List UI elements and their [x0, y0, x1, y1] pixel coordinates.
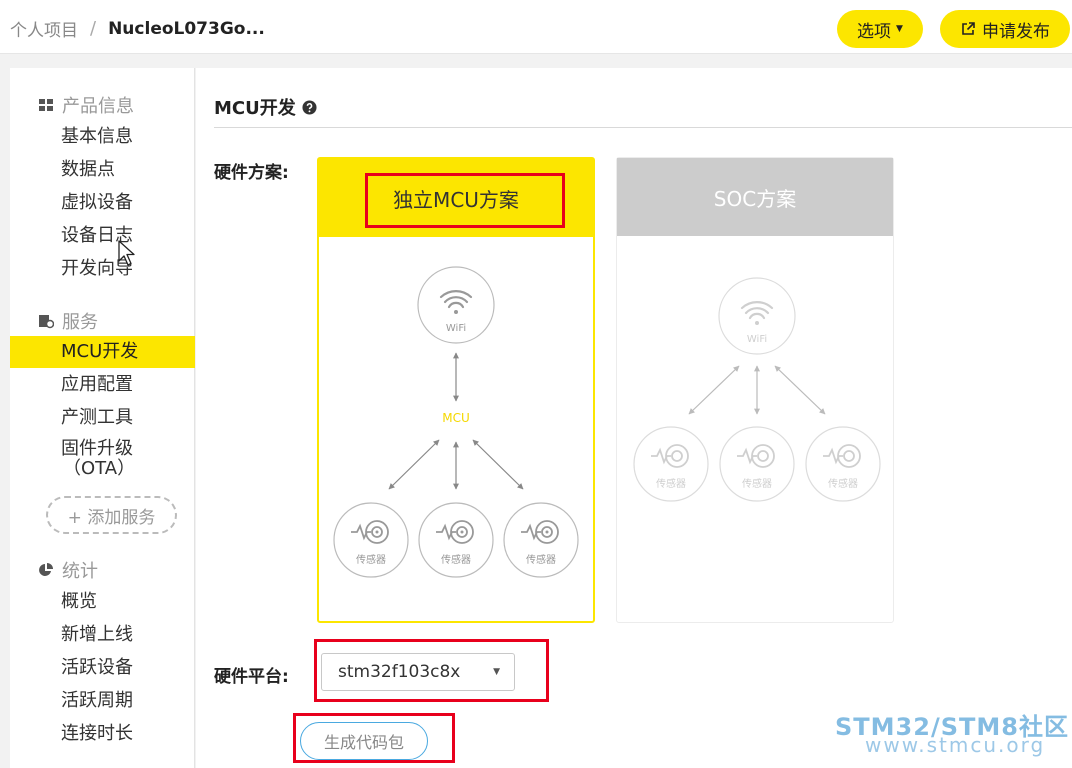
sidebar-item-datapoints[interactable]: 数据点	[61, 159, 115, 180]
sidebar-item-new-online[interactable]: 新增上线	[61, 624, 133, 645]
hardware-platform-select[interactable]: stm32f103c8x ▼	[321, 653, 515, 691]
soc-card-header: SOC方案	[617, 158, 893, 236]
sidebar: 产品信息 基本信息 数据点 虚拟设备 设备日志 开发向导 服务 MCU开发 应用…	[10, 68, 195, 768]
sidebar-item-mcu-dev[interactable]: MCU开发	[10, 336, 195, 368]
sidebar-section-product-info: 产品信息	[38, 92, 134, 118]
options-button[interactable]: 选项 ▼	[837, 10, 923, 48]
question-circle-icon[interactable]	[302, 99, 317, 115]
caret-down-icon: ▼	[896, 24, 903, 34]
sidebar-item-overview[interactable]: 概览	[61, 591, 97, 612]
sidebar-item-device-log[interactable]: 设备日志	[61, 225, 133, 246]
page-title: MCU开发	[214, 94, 317, 120]
soc-solution-card[interactable]: SOC方案 WiFi 传感器	[616, 157, 894, 623]
sidebar-item-dev-guide[interactable]: 开发向导	[61, 258, 133, 279]
title-divider	[214, 127, 1072, 128]
pie-chart-icon	[39, 563, 53, 576]
sidebar-item-connection-duration[interactable]: 连接时长	[61, 723, 133, 744]
wifi-label: WiFi	[747, 334, 767, 345]
highlight-mcu-title	[365, 173, 565, 228]
mouse-cursor-icon	[118, 240, 135, 266]
hardware-platform-value: stm32f103c8x	[338, 662, 461, 682]
sensor-node: 传感器	[805, 426, 881, 502]
mcu-center-label: MCU	[442, 411, 470, 425]
sensor-label: 传感器	[656, 477, 686, 490]
sidebar-section-services: 服务	[38, 308, 98, 334]
sensor-label: 传感器	[742, 477, 772, 490]
options-label: 选项	[857, 21, 892, 42]
watermark-title: STM32/STM8社区	[835, 713, 1069, 741]
sidebar-item-sublabel: （OTA）	[63, 458, 136, 479]
sensor-label: 传感器	[356, 553, 386, 566]
sidebar-item-test-tools[interactable]: 产测工具	[61, 407, 133, 428]
soc-card-title: SOC方案	[713, 186, 797, 211]
watermark-url: www.stmcu.org	[865, 733, 1046, 757]
main-content: MCU开发 硬件方案: 独立MCU方案 WiFi MCU	[196, 68, 1072, 768]
mcu-architecture-diagram: WiFi MCU 传感器 传感器	[333, 266, 579, 578]
breadcrumb-root-link[interactable]: 个人项目	[10, 21, 78, 41]
breadcrumb-separator: /	[90, 18, 97, 39]
mcu-card-title: 独立MCU方案	[393, 187, 519, 212]
sensor-label: 传感器	[526, 553, 556, 566]
sensor-node: 传感器	[633, 426, 709, 502]
sidebar-heading-product-info: 产品信息	[62, 96, 134, 117]
sensor-node: 传感器	[418, 502, 494, 578]
sensor-node: 传感器	[333, 502, 409, 578]
top-bar: 个人项目 / NucleoL073Go... 选项 ▼ 申请发布	[0, 0, 1072, 54]
hardware-solution-label: 硬件方案:	[214, 163, 289, 183]
sensor-label: 传感器	[441, 553, 471, 566]
sidebar-item-basic-info[interactable]: 基本信息	[61, 126, 133, 147]
grid-icon	[39, 99, 53, 111]
add-service-button[interactable]: + 添加服务	[46, 496, 177, 534]
sidebar-heading-stats: 统计	[62, 561, 98, 582]
sidebar-heading-services: 服务	[62, 312, 98, 333]
hardware-platform-label: 硬件平台:	[214, 667, 289, 687]
breadcrumb-current: NucleoL073Go...	[108, 18, 265, 39]
mcu-card-header: 独立MCU方案	[319, 159, 593, 237]
external-link-icon	[962, 22, 975, 35]
mcu-solution-card[interactable]: 独立MCU方案 WiFi MCU 传感器	[317, 157, 595, 623]
sidebar-item-active-period[interactable]: 活跃周期	[61, 690, 133, 711]
highlight-platform-select	[314, 639, 549, 702]
soc-architecture-diagram: WiFi 传感器 传感器	[633, 277, 881, 502]
highlight-generate-button	[293, 713, 455, 763]
sidebar-item-virtual-device[interactable]: 虚拟设备	[61, 192, 133, 213]
generate-code-button[interactable]: 生成代码包	[300, 722, 428, 760]
sidebar-item-firmware-ota[interactable]: 固件升级 （OTA）	[10, 435, 195, 481]
sidebar-item-app-config[interactable]: 应用配置	[61, 374, 133, 395]
sensor-label: 传感器	[828, 477, 858, 490]
sidebar-item-active-devices[interactable]: 活跃设备	[61, 657, 133, 678]
chevron-down-icon: ▼	[493, 667, 500, 677]
sensor-node: 传感器	[503, 502, 579, 578]
sensor-node: 传感器	[719, 426, 795, 502]
wifi-label: WiFi	[446, 323, 466, 334]
sidebar-section-stats: 统计	[38, 557, 98, 583]
breadcrumb: 个人项目 / NucleoL073Go...	[10, 16, 265, 41]
page-title-text: MCU开发	[214, 98, 296, 119]
publish-label: 申请发布	[982, 21, 1050, 42]
publish-button[interactable]: 申请发布	[940, 10, 1070, 48]
sidebar-item-label: 固件升级	[61, 438, 133, 459]
services-icon	[39, 315, 54, 329]
